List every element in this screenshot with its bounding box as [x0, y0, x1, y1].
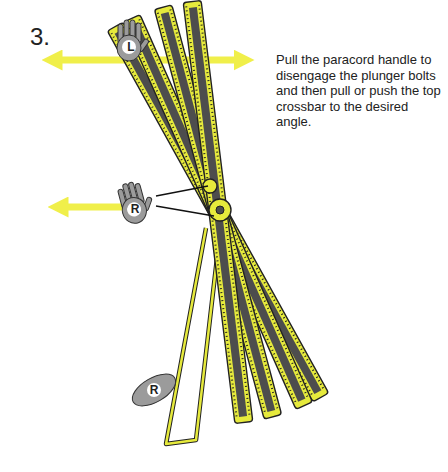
- pivot-hub: [209, 199, 231, 221]
- side-letter: R: [150, 383, 159, 397]
- pull-arrow: [58, 204, 125, 211]
- foot-marker: R: [128, 368, 180, 412]
- hand-marker: L: [110, 18, 152, 68]
- instruction-note: Pull the paracord handle to disengage th…: [276, 52, 442, 130]
- side-letter: L: [127, 40, 134, 54]
- paracord: [156, 186, 208, 196]
- step-number: 3.: [30, 24, 90, 50]
- paracord: [156, 206, 214, 216]
- side-letter: R: [131, 202, 140, 216]
- leg-frame: [166, 228, 220, 444]
- hand-marker: R: [114, 180, 156, 230]
